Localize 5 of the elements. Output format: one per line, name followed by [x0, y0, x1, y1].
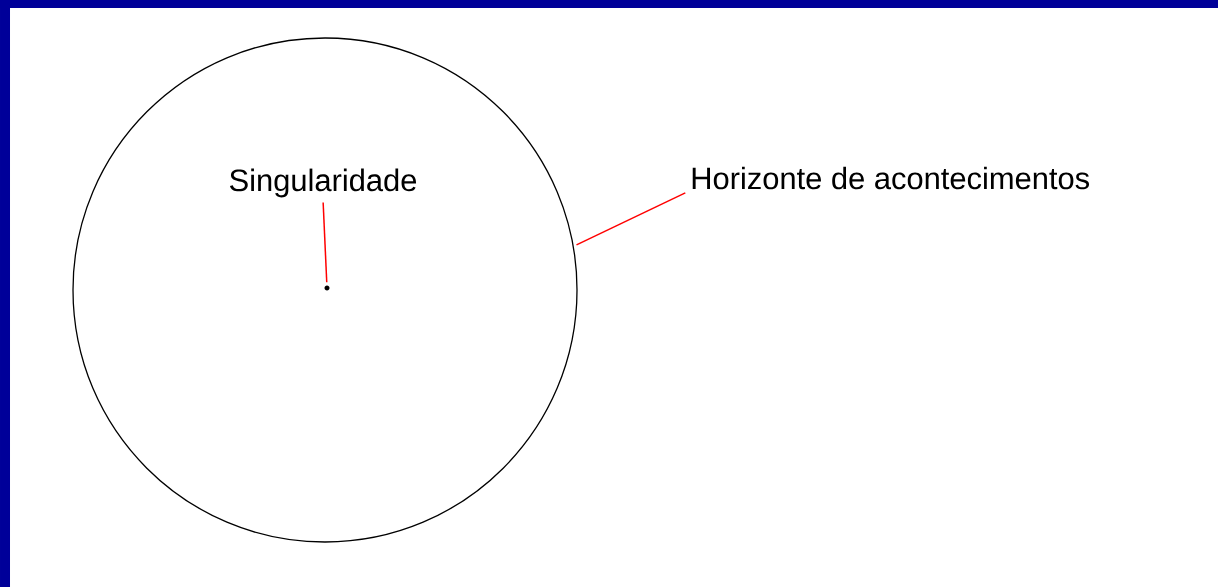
leader-line	[322, 201, 328, 284]
callout-label: Horizonte de acontecimentos	[692, 166, 1089, 190]
leader-line	[575, 192, 687, 246]
callout-label: Singularidade	[229, 168, 417, 198]
event-horizon-circle	[72, 37, 578, 543]
